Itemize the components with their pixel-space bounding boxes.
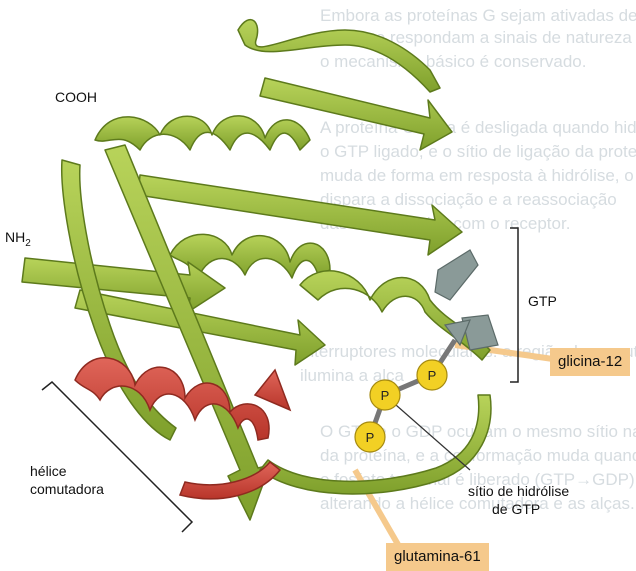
- nh2-subscript: 2: [25, 238, 31, 249]
- nh2-text: NH: [5, 229, 25, 245]
- glutamine-callout: glutamina-61: [386, 543, 489, 571]
- helix-label-line-2: comutadora: [30, 480, 104, 498]
- phosphate-label-3: P: [428, 368, 437, 383]
- helix-bracket: [42, 382, 192, 532]
- hydrolysis-label-line-1: sítio de hidrólise: [468, 482, 569, 500]
- phosphate-label-1: P: [366, 430, 375, 445]
- cooh-label: COOH: [55, 88, 97, 106]
- hydrolysis-leader: [388, 398, 470, 470]
- phosphate-chain: P P P: [355, 340, 455, 452]
- gtp-label: GTP: [528, 292, 557, 310]
- gtp-bracket: [510, 228, 518, 382]
- hydrolysis-label-line-2: de GTP: [492, 500, 540, 518]
- upper-helix: [95, 116, 310, 150]
- nh2-label: NH2: [5, 228, 31, 253]
- switch-helix: [75, 358, 290, 499]
- helix-label-line-1: hélice: [30, 462, 67, 480]
- top-strand: [260, 78, 452, 150]
- phosphate-label-2: P: [381, 388, 390, 403]
- gtp-base: [435, 250, 498, 350]
- glycine-callout: glicina-12: [550, 348, 630, 376]
